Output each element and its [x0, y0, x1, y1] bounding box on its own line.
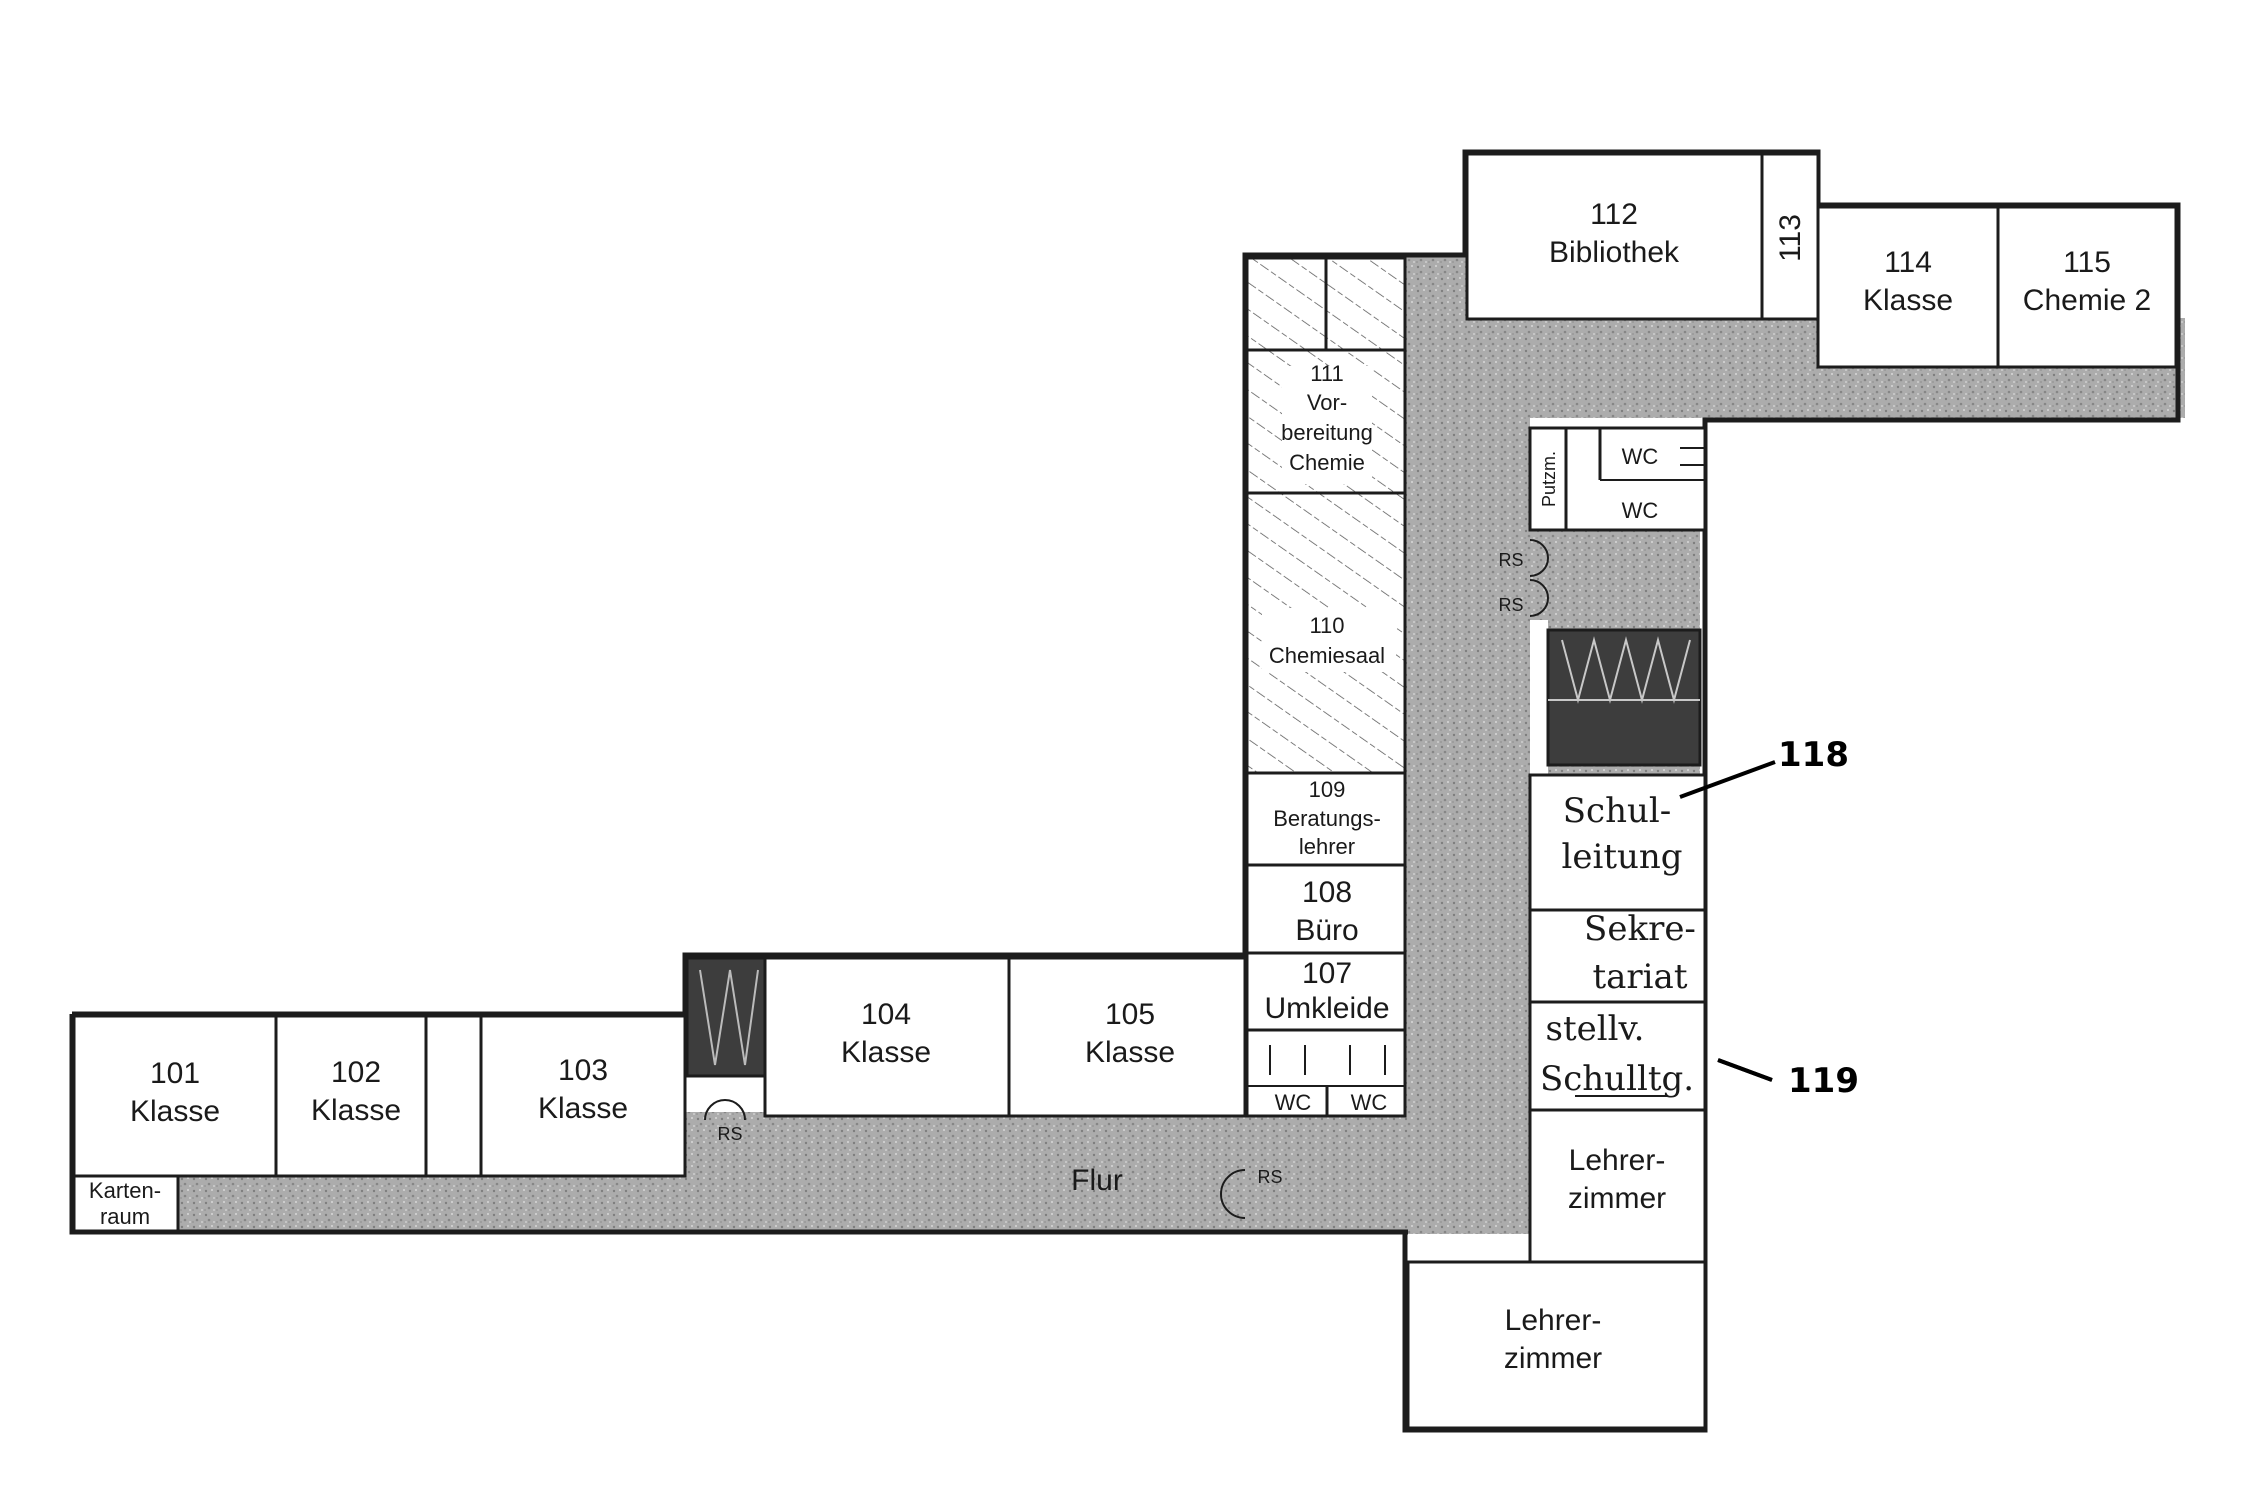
room-111-name-line1: Vor- — [1307, 390, 1347, 415]
wc-label-upper-2: WC — [1622, 498, 1659, 523]
room-114-name: Klasse — [1863, 284, 1953, 317]
callout-119: 119 — [1788, 1061, 1859, 1101]
room-109 — [1245, 771, 1407, 867]
room-113 — [1760, 152, 1820, 321]
room-108 — [1245, 863, 1407, 955]
room-111-name-line3: Chemie — [1289, 450, 1365, 475]
sekretariat-label-line1: Sekre- — [1584, 909, 1696, 949]
room-104-name: Klasse — [841, 1036, 931, 1069]
room-110-name: Chemiesaal — [1269, 643, 1385, 668]
stellv-label-line2: Schulltg. — [1540, 1059, 1694, 1099]
room-107 — [1245, 951, 1407, 1032]
schulleitung-label-line2: leitung — [1561, 837, 1682, 877]
rs-label-left: RS — [717, 1124, 742, 1144]
room-107-number: 107 — [1302, 957, 1352, 990]
passage-102-103 — [424, 1014, 483, 1178]
lehrerzimmer-lower-label-line1: Lehrer- — [1505, 1304, 1602, 1337]
room-103-name: Klasse — [538, 1092, 628, 1125]
rs-label-middle: RS — [1257, 1167, 1282, 1187]
room-112-name: Bibliothek — [1549, 236, 1680, 269]
room-115 — [1996, 205, 2178, 369]
wc-label-upper-1: WC — [1622, 444, 1659, 469]
room-112 — [1465, 152, 1764, 321]
room-107-name: Umkleide — [1264, 992, 1389, 1025]
room-105 — [1007, 956, 1247, 1118]
room-103 — [479, 1014, 687, 1178]
stellv-label-line1: stellv. — [1546, 1009, 1645, 1049]
schulleitung-label-line1: Schul- — [1563, 791, 1672, 831]
room-schulleitung — [1528, 773, 1707, 912]
lehrerzimmer-upper-label-line2: zimmer — [1568, 1182, 1666, 1215]
kartenraum-label-line1: Karten- — [89, 1178, 161, 1203]
room-115-name: Chemie 2 — [2023, 284, 2151, 317]
room-104 — [763, 956, 1011, 1118]
room-110-number: 110 — [1309, 613, 1344, 638]
callout-118: 118 — [1778, 735, 1849, 775]
room-108-name: Büro — [1295, 914, 1358, 947]
putzm-label: Putzm. — [1539, 451, 1559, 507]
room-105-name: Klasse — [1085, 1036, 1175, 1069]
room-109-number: 109 — [1309, 777, 1346, 802]
stairwell-left — [685, 956, 767, 1078]
room-102-name: Klasse — [311, 1094, 401, 1127]
kartenraum-label-line2: raum — [100, 1204, 150, 1229]
room-102-number: 102 — [331, 1056, 381, 1089]
room-114-number: 114 — [1884, 246, 1932, 279]
callout-118-leader — [1679, 760, 1776, 799]
wc-label-left-1: WC — [1275, 1090, 1312, 1115]
room-101-number: 101 — [150, 1057, 200, 1090]
corridor-label: Flur — [1071, 1164, 1123, 1197]
rs-label-upper-2: RS — [1498, 595, 1523, 615]
lehrerzimmer-upper-label-line1: Lehrer- — [1569, 1144, 1666, 1177]
room-104-number: 104 — [861, 998, 911, 1031]
room-109-name-line1: Beratungs- — [1273, 806, 1381, 831]
room-115-number: 115 — [2063, 246, 2111, 279]
room-101-name: Klasse — [130, 1095, 220, 1128]
wc-label-left-2: WC — [1351, 1090, 1388, 1115]
sekretariat-label-line2: tariat — [1593, 957, 1688, 997]
room-113-number: 113 — [1774, 214, 1807, 262]
lehrerzimmer-lower-label-line2: zimmer — [1504, 1342, 1602, 1375]
wc-block-left — [1245, 1028, 1407, 1118]
room-109-name-line2: lehrer — [1299, 834, 1355, 859]
room-114 — [1816, 205, 2000, 369]
room-103-number: 103 — [558, 1054, 608, 1087]
room-112-number: 112 — [1590, 198, 1638, 231]
rs-label-upper-1: RS — [1498, 550, 1523, 570]
room-108-number: 108 — [1302, 876, 1352, 909]
room-111-number: 111 — [1310, 361, 1343, 386]
room-105-number: 105 — [1105, 998, 1155, 1031]
room-111-name-line2: bereitung — [1281, 420, 1373, 445]
room-sekretariat — [1528, 908, 1707, 1004]
room-putzm — [1528, 426, 1568, 532]
room-kartenraum — [72, 1174, 180, 1233]
room-lehrerzimmer-lower — [1406, 1260, 1707, 1430]
